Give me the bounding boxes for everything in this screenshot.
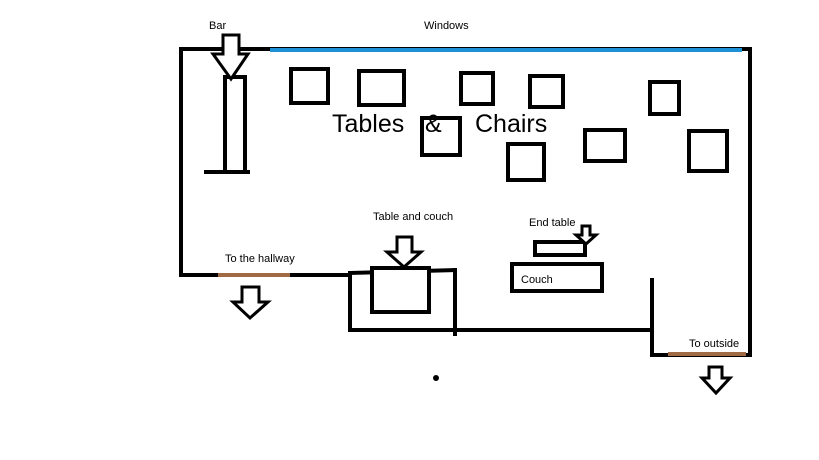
table xyxy=(289,67,330,105)
bar-label: Bar xyxy=(209,20,226,32)
table xyxy=(506,142,546,182)
down-arrow-icon xyxy=(210,33,251,82)
ampersand-label: & xyxy=(425,110,442,138)
end-table-label: End table xyxy=(529,217,575,229)
table xyxy=(459,71,495,106)
down-arrow-icon xyxy=(572,224,600,247)
wall-left xyxy=(179,47,352,277)
table xyxy=(648,80,681,116)
down-arrow-icon xyxy=(229,285,272,321)
to-outside-label: To outside xyxy=(689,338,739,350)
table-and-couch-label: Table and couch xyxy=(373,211,453,223)
tables-label: Tables xyxy=(332,110,404,138)
wall-bottom-alcove xyxy=(348,273,654,332)
table xyxy=(583,128,627,163)
bar-counter xyxy=(204,75,250,174)
table xyxy=(357,69,406,107)
down-arrow-icon xyxy=(698,365,734,396)
couch xyxy=(510,262,604,293)
table xyxy=(528,74,565,109)
to-hallway-label: To the hallway xyxy=(225,253,295,265)
down-arrow-icon xyxy=(383,235,425,270)
table xyxy=(420,116,462,157)
stray-dot xyxy=(433,375,439,381)
end-table xyxy=(533,240,587,257)
tables-group xyxy=(289,67,729,182)
couch-label: Couch xyxy=(521,274,553,286)
table xyxy=(687,129,729,173)
windows-label: Windows xyxy=(424,20,469,32)
chairs-label: Chairs xyxy=(475,110,547,138)
table-and-couch-table xyxy=(370,266,431,314)
